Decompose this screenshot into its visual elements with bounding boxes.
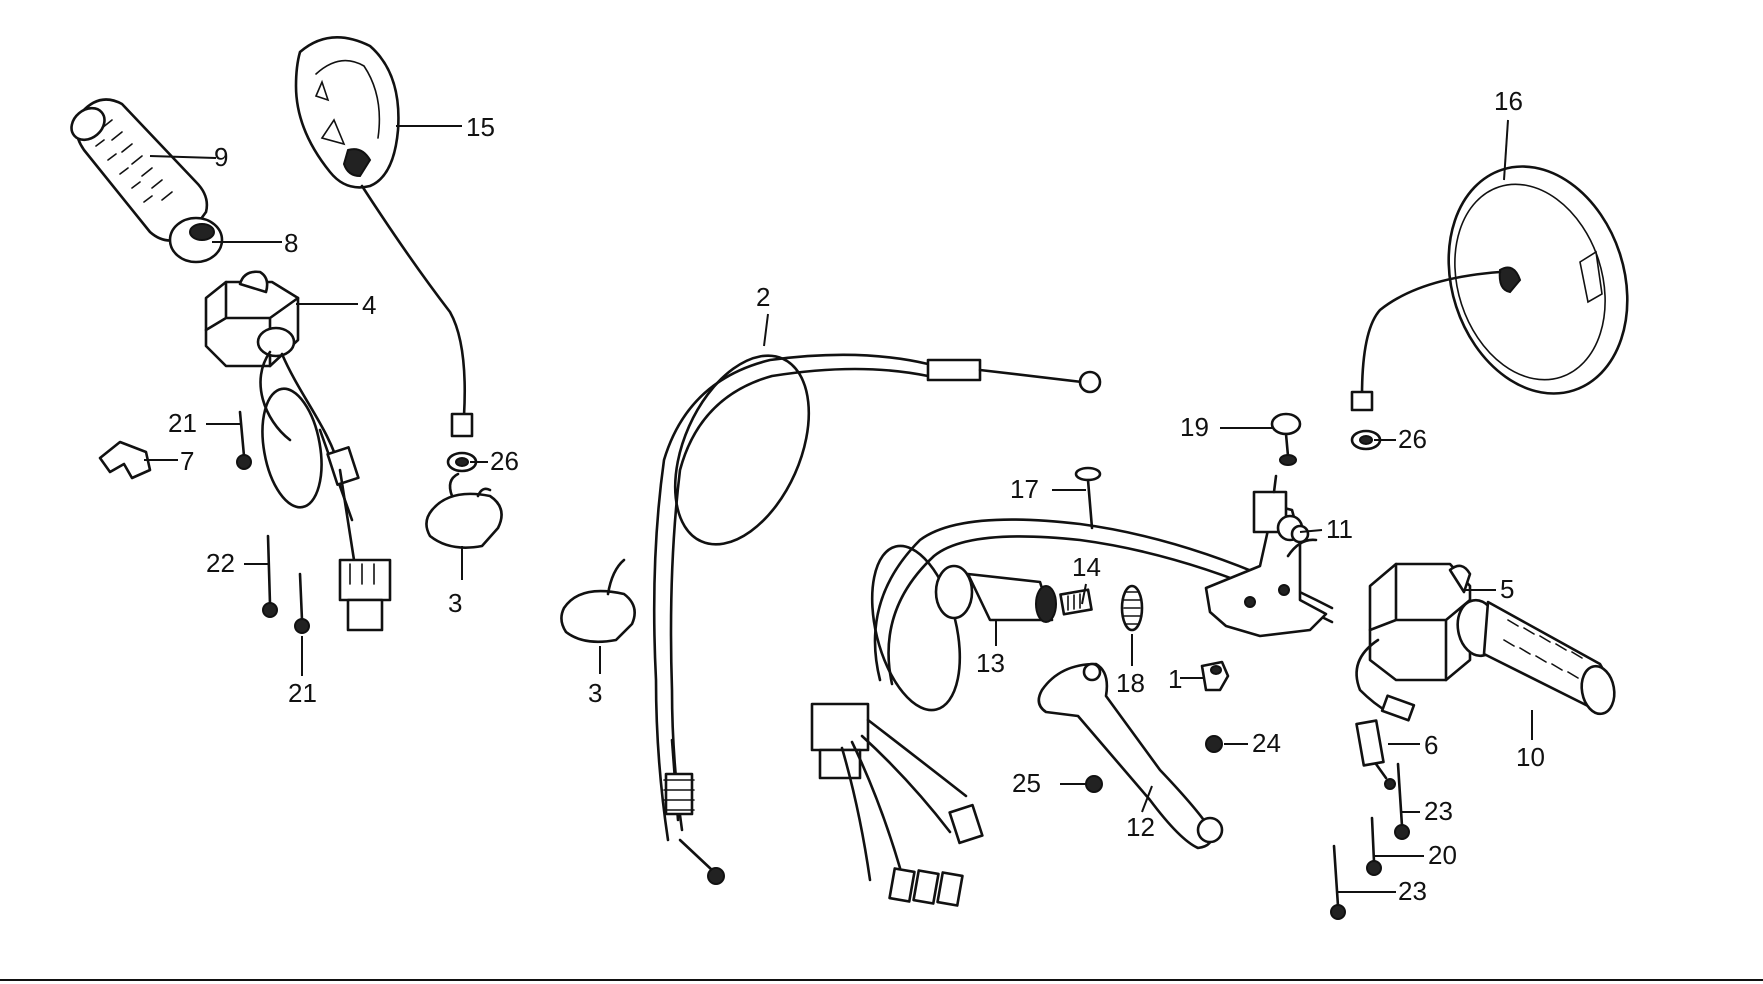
part-26-washer-left xyxy=(446,451,478,473)
part-12-clutch-lever xyxy=(1037,662,1224,850)
part-5-right-switch-housing xyxy=(1355,562,1472,722)
callout-21-upper: 21 xyxy=(168,408,197,438)
callout-20: 20 xyxy=(1428,840,1457,870)
part-24-nut xyxy=(1205,735,1223,753)
part-8-grip-end xyxy=(168,216,224,264)
part-6-brake-switch xyxy=(1355,719,1396,790)
callout-labels: 1 2 3 3 4 5 6 7 8 9 10 11 12 13 14 15 16… xyxy=(168,86,1545,906)
callout-6: 6 xyxy=(1424,730,1438,760)
callout-8: 8 xyxy=(284,228,298,258)
part-22-long-screw xyxy=(262,534,278,618)
callout-2: 2 xyxy=(756,282,770,312)
callout-26-right: 26 xyxy=(1398,424,1427,454)
callout-1: 1 xyxy=(1168,664,1182,694)
callout-14: 14 xyxy=(1072,552,1101,582)
part-16-right-mirror xyxy=(1350,165,1629,412)
part-23-screw-lower xyxy=(1330,844,1346,920)
part-2-clutch-cable xyxy=(652,353,1102,885)
part-21-screw-upper xyxy=(236,410,252,470)
callout-17: 17 xyxy=(1010,474,1039,504)
callout-25: 25 xyxy=(1012,768,1041,798)
part-11-lever-bracket xyxy=(1204,474,1328,638)
part-13-grommet xyxy=(934,564,1057,623)
callout-15: 15 xyxy=(466,112,495,142)
part-18-spring-washer xyxy=(1120,584,1144,632)
part-20-screw xyxy=(1366,816,1382,876)
part-3-clamp-band-center xyxy=(560,558,636,644)
right-switch-harness xyxy=(810,518,1334,907)
part-23-screw-upper xyxy=(1394,762,1410,840)
part-25-nut xyxy=(1085,775,1103,793)
part-21-screw-lower xyxy=(294,572,310,634)
callout-12: 12 xyxy=(1126,812,1155,842)
callout-leader-lines xyxy=(144,119,1533,893)
callout-24: 24 xyxy=(1252,728,1281,758)
part-10-right-grip xyxy=(1456,598,1616,716)
callout-11: 11 xyxy=(1326,514,1353,544)
callout-13: 13 xyxy=(976,648,1005,678)
callout-7: 7 xyxy=(180,446,194,476)
callout-5: 5 xyxy=(1500,574,1514,604)
callout-3-center: 3 xyxy=(588,678,602,708)
callout-21-lower: 21 xyxy=(288,678,317,708)
callout-9: 9 xyxy=(214,142,228,172)
part-14-bolt xyxy=(1059,588,1093,616)
callout-23-upper: 23 xyxy=(1424,796,1453,826)
part-1-pivot xyxy=(1200,660,1230,692)
left-switch-connector xyxy=(338,468,392,632)
part-15-left-mirror xyxy=(294,36,474,438)
callout-4: 4 xyxy=(362,290,376,320)
part-19-bolt xyxy=(1270,412,1302,466)
callout-16: 16 xyxy=(1494,86,1523,116)
callout-26-left: 26 xyxy=(490,446,519,476)
part-4-left-switch-housing xyxy=(204,270,360,522)
part-7-clamp xyxy=(98,440,152,480)
part-3-clamp-band-left xyxy=(425,472,503,549)
part-9-left-grip xyxy=(70,98,209,242)
callout-19: 19 xyxy=(1180,412,1209,442)
callout-22: 22 xyxy=(206,548,235,578)
callout-23-lower: 23 xyxy=(1398,876,1427,906)
callout-10: 10 xyxy=(1516,742,1545,772)
callout-18: 18 xyxy=(1116,668,1145,698)
callout-3-left: 3 xyxy=(448,588,462,618)
part-17-screw xyxy=(1074,466,1102,530)
